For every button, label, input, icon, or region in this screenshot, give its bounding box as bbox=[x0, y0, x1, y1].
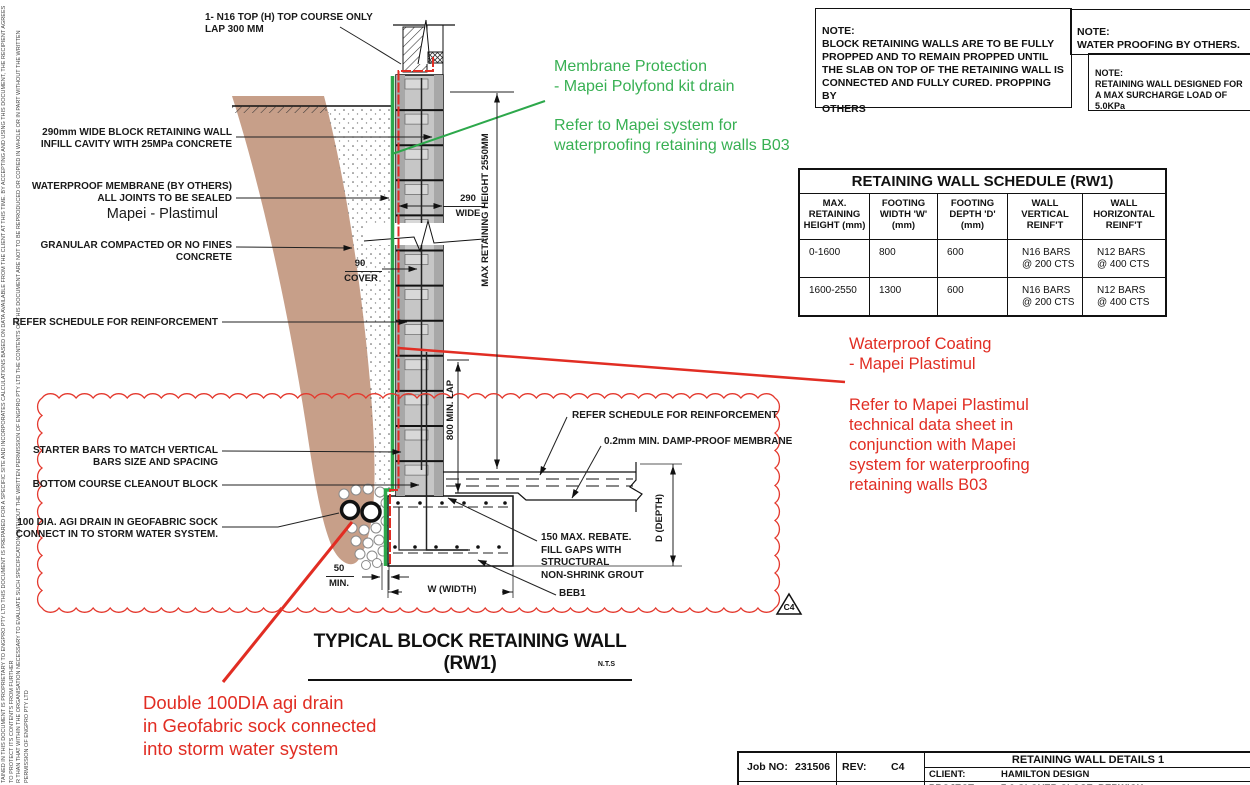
starter-bar bbox=[425, 352, 468, 551]
sheet-title: RETAINING WALL DETAILS 1 bbox=[1011, 754, 1165, 766]
project-value: 7-9 GLOVER CLOSE, BERWICK bbox=[1001, 783, 1143, 785]
label-starter-bars: STARTER BARS TO MATCH VERTICAL BARS SIZE… bbox=[33, 445, 218, 468]
note-waterproof-coating: Waterproof Coating - Mapei Plastimul bbox=[849, 335, 992, 373]
project-label: PROJECT: bbox=[929, 783, 976, 785]
note-body: WATER PROOFING BY OTHERS. bbox=[1077, 39, 1240, 51]
schedule-cell: 0-1600 bbox=[800, 240, 870, 278]
title-block-divider bbox=[924, 781, 1250, 782]
note-heading: NOTE: bbox=[822, 25, 855, 37]
coating-line bbox=[389, 57, 434, 566]
dim-290: 290 bbox=[460, 193, 476, 204]
rev-value: C4 bbox=[891, 761, 905, 773]
soil-band bbox=[232, 96, 375, 565]
note-body: RETAINING WALL DESIGNED FOR A MAX SURCHA… bbox=[1095, 79, 1243, 111]
label-n16-top: 1- N16 TOP (H) TOP COURSE ONLY LAP 300 M… bbox=[205, 12, 373, 35]
label-agi-drain: 100 DIA. AGI DRAIN IN GEOFABRIC SOCK CON… bbox=[15, 517, 218, 540]
title-block-divider bbox=[739, 781, 924, 782]
revision-cloud bbox=[36, 393, 781, 613]
side-disclaimer-line1: TAINED IN THIS DOCUMENT IS PROPRIETARY T… bbox=[1, 5, 15, 783]
label-rebate: 150 MAX. REBATE. FILL GAPS WITH STRUCTUR… bbox=[541, 532, 644, 581]
client-value: HAMILTON DESIGN bbox=[1001, 769, 1090, 780]
topsoil-hatch bbox=[232, 106, 329, 113]
side-disclaimer-line2: R THAN THAT WITHIN THE ORGANISATION NECE… bbox=[16, 30, 30, 783]
note-membrane-protection: Membrane Protection - Mapei Polyfond kit… bbox=[554, 58, 735, 95]
label-mapei-plastimul: Mapei - Plastimul bbox=[106, 206, 218, 222]
note-heading: NOTE: bbox=[1095, 68, 1123, 78]
note-box-propping: NOTE:BLOCK RETAINING WALLS ARE TO BE FUL… bbox=[815, 8, 1072, 115]
schedule-cell: 600 bbox=[938, 278, 1008, 315]
revision-marker: C4 bbox=[783, 602, 795, 612]
top-course-detail bbox=[393, 19, 455, 75]
schedule-header: WALL HORIZONTAL REINF'T bbox=[1083, 194, 1165, 240]
dim-w-width: W (WIDTH) bbox=[402, 585, 502, 595]
side-disclaimer: TAINED IN THIS DOCUMENT IS PROPRIETARY T… bbox=[1, 3, 31, 783]
slab bbox=[443, 462, 643, 512]
label-refer-schedule-slab: REFER SCHEDULE FOR REINFORCEMENT bbox=[572, 410, 778, 421]
footing bbox=[387, 495, 514, 567]
label-waterproof-membrane: WATERPROOF MEMBRANE (BY OTHERS) ALL JOIN… bbox=[31, 181, 232, 204]
client-label: CLIENT: bbox=[929, 769, 966, 780]
dim-90: 90 bbox=[354, 258, 366, 269]
rev-label: REV: bbox=[842, 761, 867, 773]
schedule-cell: N16 BARS @ 200 CTS bbox=[1008, 278, 1083, 315]
title-block-divider bbox=[836, 753, 837, 785]
note-box-surcharge: NOTE:RETAINING WALL DESIGNED FOR A MAX S… bbox=[1088, 53, 1250, 111]
note-body: BLOCK RETAINING WALLS ARE TO BE FULLY PR… bbox=[822, 38, 1064, 115]
schedule-header: MAX. RETAINING HEIGHT (mm) bbox=[800, 194, 870, 240]
dim-min: MIN. bbox=[328, 578, 350, 589]
dim-d-depth: D (DEPTH) bbox=[654, 493, 665, 543]
membrane-leader bbox=[391, 100, 546, 155]
revision-triangle-icon bbox=[775, 592, 803, 615]
schedule-cell: N12 BARS @ 400 CTS bbox=[1097, 285, 1150, 308]
schedule-cell: 1600-2550 bbox=[800, 278, 870, 315]
schedule-cell: 600 bbox=[938, 240, 1008, 278]
note-heading: NOTE: bbox=[1077, 26, 1110, 38]
label-beb1: BEB1 bbox=[559, 588, 586, 599]
title-block: Job NO: 231506 REV: C4 RETAINING WALL DE… bbox=[737, 751, 1250, 785]
note-box-waterproofing: NOTE:WATER PROOFING BY OTHERS. bbox=[1070, 9, 1250, 55]
schedule-cell: N16 BARS @ 200 CTS bbox=[1008, 240, 1083, 278]
drain-leader-red bbox=[221, 521, 354, 683]
schedule-header: WALL VERTICAL REINF'T bbox=[1008, 194, 1083, 240]
label-refer-schedule-wall: REFER SCHEDULE FOR REINFORCEMENT bbox=[12, 317, 218, 328]
retaining-wall-schedule: RETAINING WALL SCHEDULE (RW1) MAX. RETAI… bbox=[798, 168, 1167, 317]
label-cleanout: BOTTOM COURSE CLEANOUT BLOCK bbox=[32, 479, 218, 490]
leader-lines bbox=[221, 26, 602, 596]
schedule-title: RETAINING WALL SCHEDULE (RW1) bbox=[800, 170, 1165, 194]
label-dpm: 0.2mm MIN. DAMP-PROOF MEMBRANE bbox=[604, 436, 793, 447]
job-no-label: Job NO: bbox=[747, 761, 788, 773]
note-plastimul-datasheet: Refer to Mapei Plastimul technical data … bbox=[849, 396, 1030, 494]
schedule-cell: 1300 bbox=[870, 278, 938, 315]
title-block-divider bbox=[924, 767, 1250, 768]
label-granular: GRANULAR COMPACTED OR NO FINES CONCRETE bbox=[40, 240, 232, 263]
dim-max-height: MAX RETAINING HEIGHT 2550MM bbox=[480, 133, 491, 287]
drawing-title: TYPICAL BLOCK RETAINING WALL (RW1) bbox=[308, 631, 632, 681]
title-block-divider bbox=[924, 753, 925, 785]
schedule-header: FOOTING DEPTH 'D' (mm) bbox=[938, 194, 1008, 240]
drawing-scale: N.T.S bbox=[597, 661, 615, 668]
coating-leader bbox=[397, 346, 846, 384]
dim-800-lap: 800 MIN. LAP bbox=[445, 379, 456, 441]
job-no-value: 231506 bbox=[795, 761, 831, 773]
agi-drain-icon bbox=[339, 499, 382, 523]
label-block-wall: 290mm WIDE BLOCK RETAINING WALL INFILL C… bbox=[40, 127, 232, 150]
dim-wide: WIDE bbox=[455, 208, 481, 219]
schedule-cell: N12 BARS @ 400 CTS bbox=[1083, 240, 1165, 278]
dim-50: 50 bbox=[333, 563, 345, 574]
note-double-drain: Double 100DIA agi drain in Geofabric soc… bbox=[143, 692, 377, 759]
dim-cover: COVER bbox=[344, 272, 378, 284]
schedule-header: FOOTING WIDTH 'W' (mm) bbox=[870, 194, 938, 240]
note-mapei-system: Refer to Mapei system for waterproofing … bbox=[554, 117, 790, 154]
schedule-cell: 800 bbox=[870, 240, 938, 278]
granular-fill bbox=[324, 106, 391, 522]
